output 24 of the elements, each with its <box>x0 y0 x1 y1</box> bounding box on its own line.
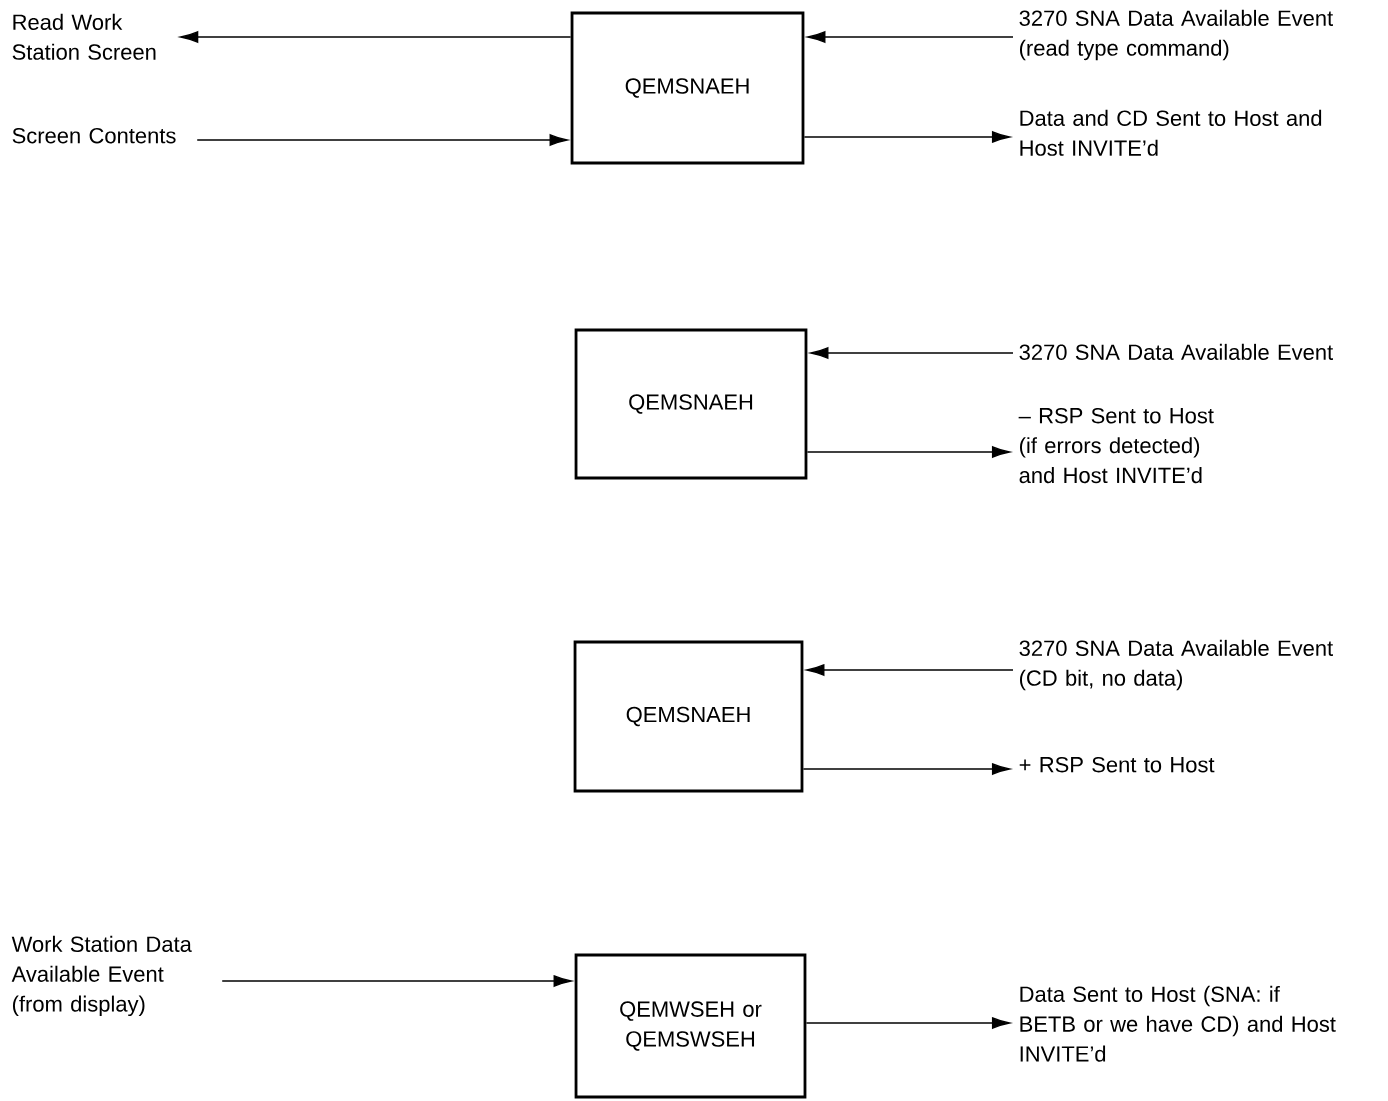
process-box: QEMSNAEH <box>570 11 805 165</box>
arrow <box>806 664 1014 676</box>
arrow <box>221 975 572 987</box>
arrow <box>807 31 1014 43</box>
arrow <box>805 1017 1011 1029</box>
flow-text: + RSP Sent to Host <box>1019 756 1215 773</box>
arrow <box>806 446 1011 458</box>
arrow <box>810 347 1014 359</box>
flow-text: 3270 SNA Data Available Event (read type command) <box>1019 9 1333 61</box>
flow-text: Data Sent to Host (SNA: if BETB or we have CD) and Host INVITE’d <box>1020 985 1336 1062</box>
arrow <box>802 763 1011 775</box>
flow-text: 3270 SNA Data Available Event (CD bit, no data) <box>1019 639 1333 691</box>
arrow <box>180 31 572 43</box>
arrow <box>196 134 568 146</box>
process-box: QEMWSEH or QEMSWSEH <box>574 953 807 1099</box>
flow-text: Screen Contents <box>12 127 176 144</box>
flow-text: – RSP Sent to Host (if errors detected) and Host INVITE’d <box>1018 407 1214 484</box>
flow-text: 3270 SNA Data Available Event <box>1019 343 1333 360</box>
flow-text: Read Work Station Screen <box>12 13 156 60</box>
flow-text: Data and CD Sent to Host and Host INVITE’d <box>1020 109 1322 156</box>
process-box: QEMSNAEH <box>574 328 808 480</box>
arrow <box>803 131 1011 143</box>
process-box: QEMSNAEH <box>573 640 804 793</box>
flow-text: Work Station Data Available Event (from display) <box>11 935 192 1017</box>
